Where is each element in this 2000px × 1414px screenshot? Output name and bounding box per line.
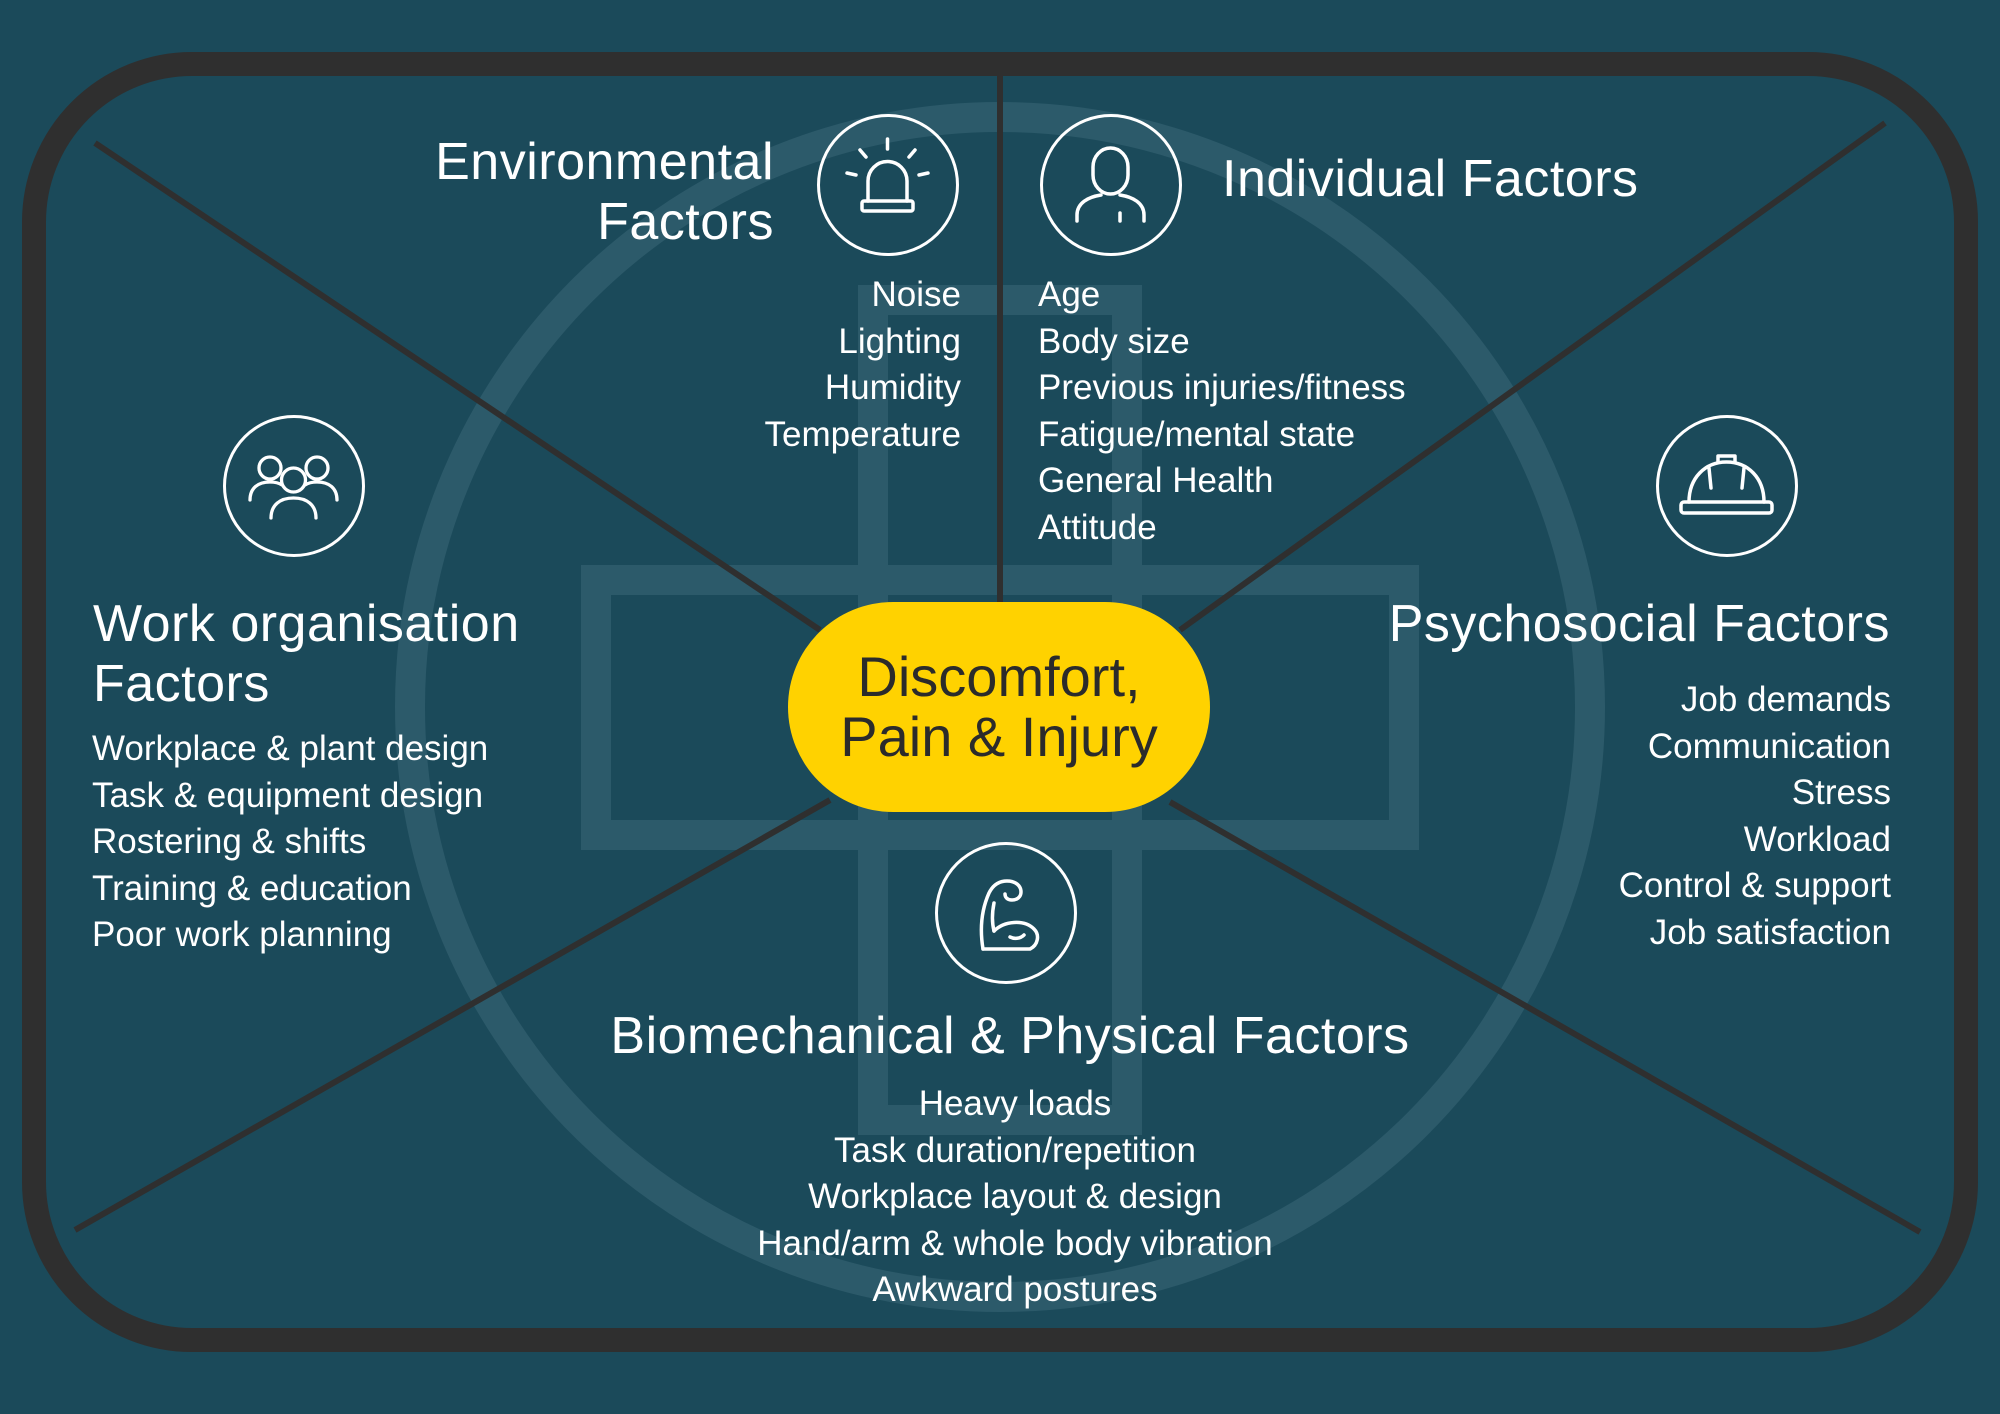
list-item: Fatigue/mental state [1038, 414, 1356, 454]
environmental-list: Noise Lighting Humidity Temperature [600, 272, 961, 458]
list-item: Temperature [764, 414, 961, 454]
list-item: Workload [1743, 819, 1891, 859]
list-item: Stress [1791, 773, 1891, 812]
psychosocial-list: Job demands Communication Stress Workloa… [1400, 677, 1891, 956]
rounded-frame [22, 52, 1978, 1352]
list-item: Age [1038, 275, 1101, 314]
work-organisation-title: Work organisation Factors [93, 594, 613, 714]
environmental-title-line2: Factors [597, 193, 774, 251]
biomechanical-title: Biomechanical & Physical Factors [610, 1007, 1410, 1065]
list-item: Lighting [838, 321, 961, 361]
center-label: Discomfort, Pain & Injury [840, 647, 1158, 767]
center-pill: Discomfort, Pain & Injury [788, 602, 1210, 812]
list-item: Job satisfaction [1649, 912, 1891, 952]
list-item: Heavy loads [918, 1084, 1112, 1123]
hard-hat-icon [1656, 415, 1798, 557]
environmental-title-line1: Environmental [435, 133, 774, 191]
individual-title: Individual Factors [1222, 150, 1639, 208]
list-item: Hand/arm & whole body vibration [757, 1223, 1273, 1263]
flexed-arm-icon [935, 842, 1077, 984]
environmental-title: Environmental Factors [330, 132, 774, 252]
list-item: Communication [1647, 726, 1891, 766]
list-item: Body size [1038, 321, 1190, 361]
list-item: Humidity [824, 368, 961, 407]
list-item: Workplace layout & design [808, 1177, 1222, 1216]
siren-icon [817, 114, 959, 256]
center-label-line2: Pain & Injury [840, 705, 1158, 768]
work-organisation-title-line1: Work organisation [93, 595, 520, 653]
list-item: Rostering & shifts [92, 822, 367, 861]
individual-list: Age Body size Previous injuries/fitness … [1038, 272, 1498, 551]
list-item: Workplace & plant design [92, 729, 489, 768]
work-organisation-list: Workplace & plant design Task & equipmen… [92, 726, 632, 959]
list-item: Control & support [1618, 866, 1891, 905]
biomechanical-list: Heavy loads Task duration/repetition Wor… [600, 1081, 1430, 1314]
group-icon [223, 415, 365, 557]
list-item: Task & equipment design [92, 775, 484, 815]
list-item: Noise [871, 275, 961, 314]
center-label-line1: Discomfort, [857, 645, 1141, 708]
list-item: Training & education [92, 868, 412, 908]
psychosocial-title: Psychosocial Factors [1388, 595, 1890, 653]
list-item: Poor work planning [92, 915, 392, 954]
work-organisation-title-line2: Factors [93, 655, 270, 713]
list-item: Awkward postures [872, 1270, 1158, 1309]
list-item: Task duration/repetition [834, 1130, 1196, 1170]
list-item: Attitude [1038, 507, 1157, 547]
list-item: General Health [1038, 461, 1274, 500]
person-icon [1040, 114, 1182, 256]
list-item: Job demands [1680, 680, 1891, 719]
list-item: Previous injuries/fitness [1038, 368, 1406, 407]
